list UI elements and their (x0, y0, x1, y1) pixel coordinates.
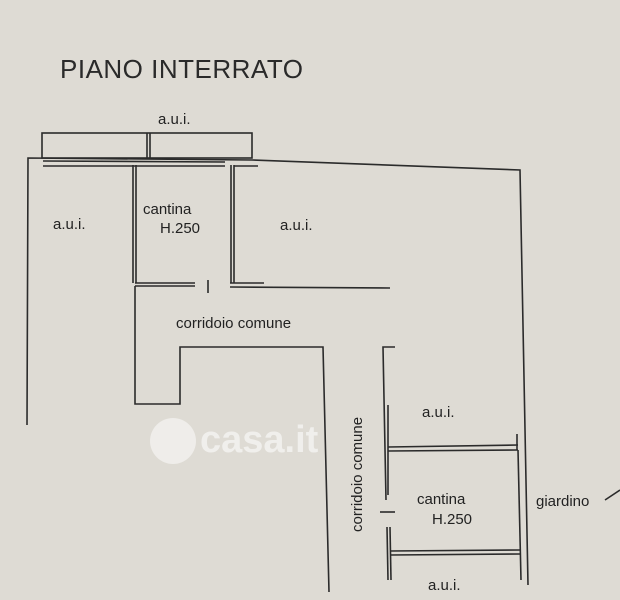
room-height-cantina-2: H.250 (432, 511, 473, 528)
room-label-aui-top: a.u.i. (158, 111, 191, 128)
garden-label: giardino (536, 493, 590, 510)
room-label-aui-right: a.u.i. (422, 404, 455, 421)
plan-title: PIANO INTERRATO (60, 54, 304, 84)
room-height-cantina-1: H.250 (160, 220, 201, 237)
room-label-aui-mid: a.u.i. (280, 217, 313, 234)
watermark: casa.it (200, 419, 319, 461)
room-label-aui-bottom: a.u.i. (428, 577, 461, 594)
room-label-aui-left: a.u.i. (53, 216, 86, 233)
room-label-cantina-1: cantina (143, 201, 192, 218)
watermark-house-icon (150, 418, 196, 464)
room-label-cantina-2: cantina (417, 491, 466, 508)
corridor-label-vertical: corridoio comune (349, 416, 366, 532)
corridor-label-horizontal: corridoio comune (176, 315, 292, 332)
